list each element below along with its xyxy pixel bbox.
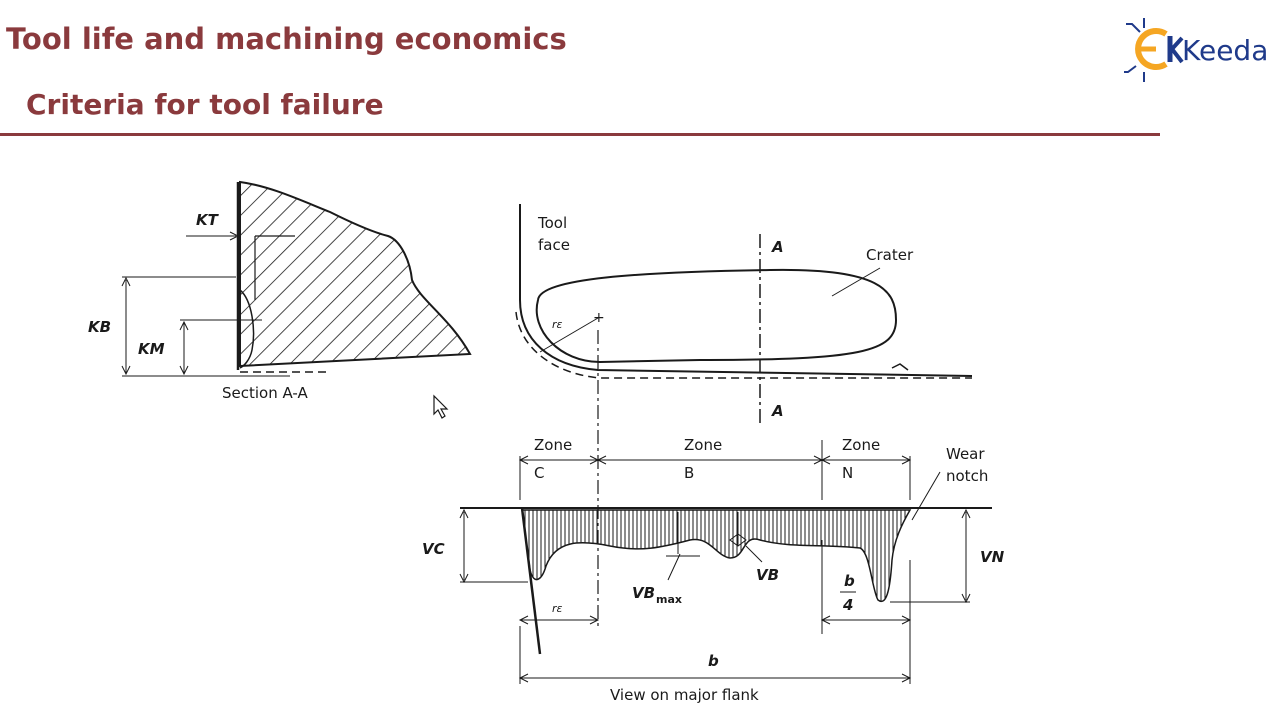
slide-title: Tool life and machining economics xyxy=(6,22,567,56)
b-label: b xyxy=(708,652,719,670)
zone-n-letter: N xyxy=(842,464,853,482)
vc-label: VC xyxy=(422,540,445,558)
vn-label: VN xyxy=(980,548,1005,566)
section-marker-a-bottom: A xyxy=(771,402,784,420)
slide-subtitle: Criteria for tool failure xyxy=(26,88,384,121)
tool-face-label-1: Tool xyxy=(537,214,567,232)
zone-n-label: Zone xyxy=(842,436,880,454)
logo-text: Keeda xyxy=(1182,34,1268,67)
crater-label: Crater xyxy=(866,246,914,264)
section-a-a-diagram: KT KB KM Section A-A xyxy=(88,180,472,402)
mouse-pointer-icon xyxy=(433,394,449,419)
vb-max-label: VB xyxy=(632,584,655,602)
section-tool-body xyxy=(239,180,472,368)
vb-label: VB xyxy=(756,566,779,584)
flank-wear-land xyxy=(521,509,912,603)
zone-c-letter: C xyxy=(534,464,544,482)
crater-outline xyxy=(535,268,898,364)
b4-numerator: b xyxy=(844,572,855,590)
section-marker-a-top: A xyxy=(771,238,784,256)
title-rule xyxy=(0,133,1160,136)
ekeeda-logo: Keeda xyxy=(1124,18,1268,82)
vb-max-subscript: max xyxy=(656,593,682,606)
svg-text:+: + xyxy=(593,310,605,326)
kt-label: KT xyxy=(196,211,220,229)
wear-notch-label-2: notch xyxy=(946,467,988,485)
face-radius-label: rε xyxy=(552,318,563,331)
logo-bug-icon xyxy=(1124,18,1184,82)
tool-face-diagram: Tool face Crater A A + rε xyxy=(515,204,973,626)
wear-notch-label-1: Wear xyxy=(946,445,985,463)
section-caption: Section A-A xyxy=(222,384,309,402)
km-label: KM xyxy=(138,340,165,358)
b4-denominator: 4 xyxy=(842,596,853,614)
tool-face-label-2: face xyxy=(538,236,570,254)
zone-b-label: Zone xyxy=(684,436,722,454)
flank-caption: View on major flank xyxy=(610,686,759,704)
flank-radius-label: rε xyxy=(552,602,563,615)
major-flank-diagram: Zone C Zone B Zone N Wear notch xyxy=(422,436,1005,704)
zone-c-label: Zone xyxy=(534,436,572,454)
zone-b-letter: B xyxy=(684,464,694,482)
kb-label: KB xyxy=(88,318,111,336)
